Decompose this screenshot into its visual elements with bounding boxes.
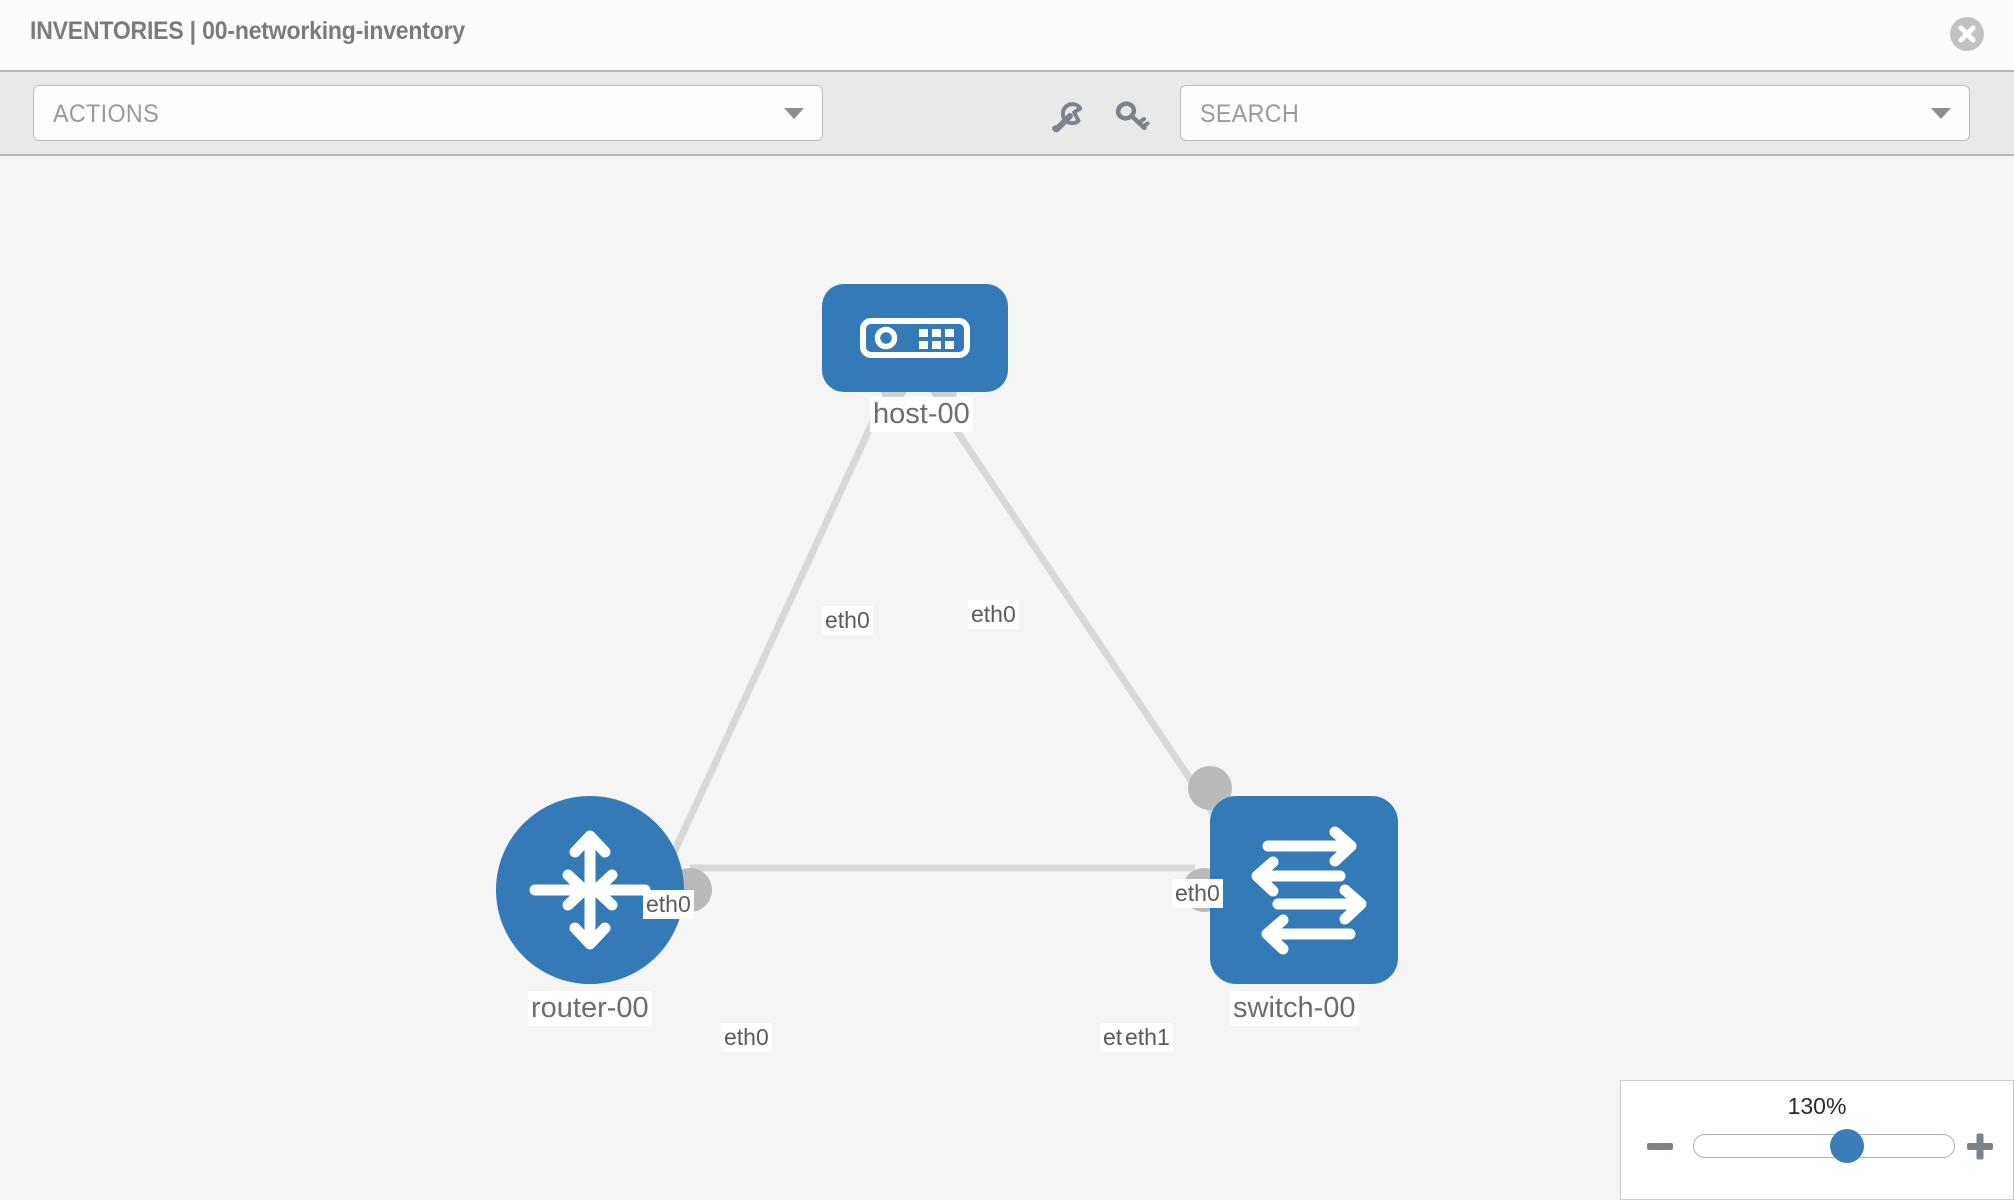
node-switch-00-shape[interactable] [1210, 796, 1398, 984]
zoom-slider[interactable] [1693, 1129, 1955, 1163]
page-header: INVENTORIES | 00-networking-inventory [0, 0, 2014, 70]
interface-label-switch-eth1: eth1 [1122, 1023, 1173, 1052]
wrench-icon [1052, 102, 1083, 133]
close-button[interactable] [1950, 17, 1984, 51]
node-host-00-label: host-00 [870, 397, 973, 432]
chevron-down-icon [784, 108, 804, 119]
toolbar: ACTIONS SEARCH [0, 70, 2014, 156]
node-host-00-shape[interactable] [822, 284, 1008, 392]
zoom-slider-handle[interactable] [1829, 1129, 1864, 1163]
zoom-out-button[interactable] [1643, 1129, 1677, 1163]
interface-label-host-eth0-left: eth0 [822, 606, 873, 635]
search-placeholder: SEARCH [1200, 100, 1300, 128]
link-host-router[interactable] [666, 404, 884, 863]
node-host-00[interactable]: host-00 [822, 284, 1008, 432]
interface-label-router-uplink-eth0: eth0 [643, 890, 694, 919]
server-icon [860, 318, 970, 358]
plus-icon [1967, 1133, 1993, 1160]
topology-canvas[interactable]: host-00 router-00 [0, 156, 2014, 1200]
wrench-button[interactable] [1048, 98, 1086, 136]
zoom-in-button[interactable] [1963, 1129, 1997, 1163]
switch-icon [1251, 826, 1367, 955]
minus-icon [1647, 1143, 1673, 1150]
key-button[interactable] [1113, 98, 1151, 136]
page-title: INVENTORIES | 00-networking-inventory [30, 17, 466, 45]
interface-label-switch-uplink-eth0: eth0 [1172, 879, 1223, 908]
node-router-00-label: router-00 [528, 991, 652, 1026]
router-icon [529, 830, 651, 950]
chevron-down-icon [1931, 108, 1951, 119]
node-switch-00[interactable]: switch-00 [1182, 766, 1398, 1026]
node-switch-00-label: switch-00 [1230, 991, 1359, 1026]
zoom-level-value: 130% [1787, 1093, 1847, 1119]
interface-label-host-eth0-right: eth0 [968, 600, 1019, 629]
actions-dropdown-label: ACTIONS [53, 100, 159, 128]
close-icon [1958, 25, 1976, 43]
zoom-control-panel: 130% [1620, 1080, 2014, 1200]
search-input[interactable]: SEARCH [1180, 85, 1970, 141]
key-icon [1115, 101, 1150, 131]
actions-dropdown[interactable]: ACTIONS [33, 85, 823, 141]
interface-label-router-eth0: eth0 [721, 1023, 772, 1052]
link-host-switch[interactable] [937, 404, 1238, 848]
